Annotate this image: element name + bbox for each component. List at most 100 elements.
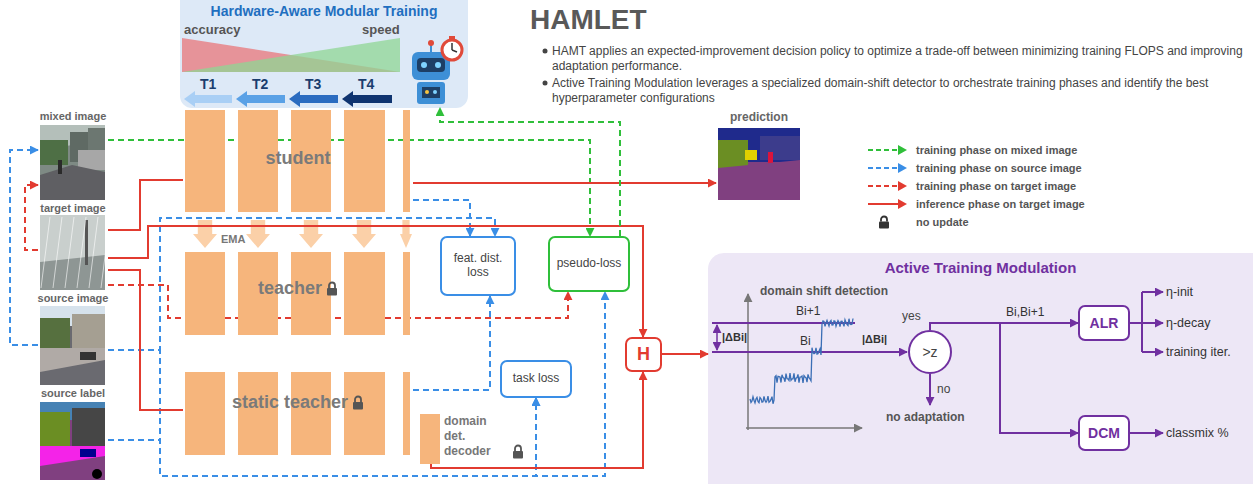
layer-block	[344, 252, 385, 335]
lock-icon	[512, 444, 524, 459]
rain-streak	[77, 217, 86, 288]
image-region	[40, 412, 70, 446]
node-text: mixed image	[28, 110, 118, 122]
legend-sample	[866, 197, 910, 211]
source-label-image	[40, 402, 105, 480]
config-arrow	[236, 91, 285, 107]
stopwatch-hand	[452, 50, 457, 52]
network-stack: teacher	[183, 252, 413, 335]
connector	[413, 296, 490, 390]
image-region	[72, 408, 105, 446]
image-region	[85, 220, 88, 265]
image-region	[80, 352, 96, 360]
connector	[440, 108, 620, 236]
ema-arrow	[400, 220, 412, 248]
node-text: H	[637, 344, 650, 365]
config-arrow	[184, 91, 232, 107]
delta-arrow	[716, 325, 718, 350]
output-arrow	[1142, 291, 1163, 293]
image-region	[40, 165, 105, 200]
rain-streak	[41, 217, 50, 288]
legend-row: inference phase on target image	[866, 197, 1085, 211]
legend-row: training phase on target image	[866, 179, 1076, 193]
image-region	[760, 136, 800, 160]
legend-text: training phase on source image	[916, 162, 1082, 174]
rain-streak	[101, 217, 110, 288]
legend-sample	[866, 143, 910, 157]
output-arrow	[1142, 351, 1163, 353]
node-text: student	[266, 148, 331, 169]
decoder-block: domain det. decoder	[420, 408, 524, 464]
layer-block	[238, 372, 278, 455]
branch-arrow	[929, 374, 931, 405]
connector	[108, 270, 183, 410]
connector	[413, 200, 470, 236]
mixed-image	[40, 125, 105, 200]
image-region	[78, 150, 105, 170]
robot-led	[433, 90, 437, 94]
connector	[10, 150, 38, 345]
layer-block	[420, 414, 440, 464]
connector	[930, 323, 1078, 330]
ema-arrow	[299, 220, 323, 248]
image-region	[80, 449, 96, 457]
annotation: speed	[362, 22, 400, 37]
image-region	[40, 255, 105, 290]
annotation: no	[937, 382, 950, 396]
robot-body	[417, 82, 445, 104]
annotation: Bi+1	[796, 304, 820, 318]
network-stack: student	[183, 110, 413, 212]
node-text: feat. dist. loss	[444, 252, 512, 280]
node-text: teacher	[258, 278, 322, 299]
image-region	[40, 348, 105, 372]
image-tile: source image	[38, 292, 108, 386]
target-image	[40, 215, 105, 290]
panel-background	[708, 253, 1253, 484]
image-tile: source label	[38, 387, 108, 481]
process-box: ALR	[1078, 305, 1130, 341]
robot-visor	[417, 58, 445, 72]
legend-row: training phase on source image	[866, 161, 1082, 175]
ema-arrow	[352, 220, 376, 248]
image-region	[40, 446, 105, 466]
layer-block	[185, 372, 225, 455]
label-row: student	[183, 148, 413, 169]
panel-background	[180, 0, 468, 108]
annotation: T3	[305, 76, 321, 92]
layer-block	[403, 252, 410, 335]
bullet	[543, 49, 548, 54]
legend-text: training phase on mixed image	[916, 144, 1077, 156]
robot-led	[425, 90, 429, 94]
layer-block	[185, 110, 225, 212]
accuracy-wedge	[182, 38, 400, 72]
config-arrow	[342, 91, 392, 107]
node-text: static teacher	[232, 392, 348, 413]
annotation: EMA	[221, 233, 245, 245]
image-region	[745, 150, 757, 160]
annotation: HAMT applies an expected-improvement dec…	[552, 44, 1247, 74]
node-text: ALR	[1090, 315, 1119, 331]
title: HAMLET	[530, 4, 647, 36]
stopwatch-hand	[451, 43, 453, 50]
level-line	[712, 351, 907, 353]
lock-icon	[326, 281, 338, 296]
bullet	[543, 81, 548, 86]
node-text: DCM	[1088, 425, 1120, 441]
layer-block	[403, 110, 410, 212]
prediction-image	[718, 128, 800, 200]
rain-streak	[53, 217, 62, 288]
annotation: classmix %	[1166, 426, 1229, 440]
legend-text: no update	[916, 216, 969, 228]
robot-eye	[435, 62, 441, 68]
annotation: |ΔBi|	[722, 331, 747, 343]
decoder-block-shape	[420, 408, 442, 464]
image-region	[718, 140, 748, 168]
legend-row: training phase on mixed image	[866, 143, 1077, 157]
connector	[413, 182, 716, 184]
stopwatch	[442, 40, 462, 60]
image-tile: target image	[38, 202, 108, 292]
ema-arrow	[193, 220, 217, 248]
rain-streak	[89, 217, 98, 288]
image-tile: prediction	[716, 110, 802, 202]
